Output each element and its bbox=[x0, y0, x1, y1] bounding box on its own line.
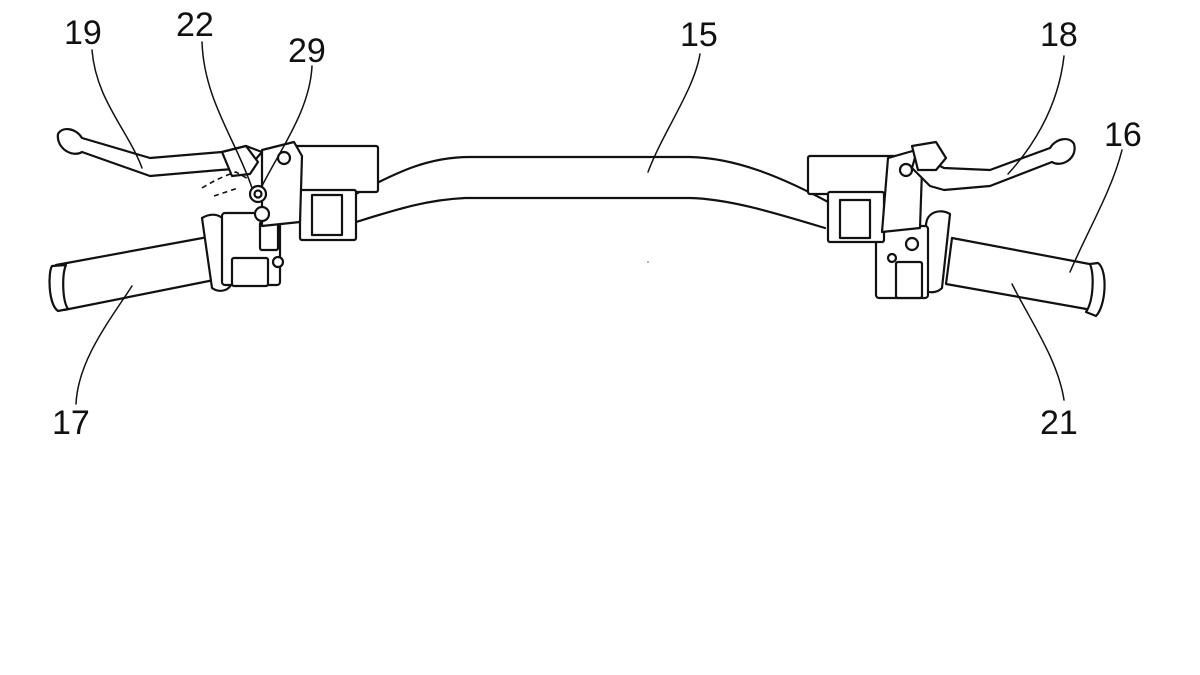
handlebar-tube bbox=[350, 155, 832, 230]
leader-lines bbox=[75, 41, 1123, 405]
label-17: 17 bbox=[52, 404, 90, 442]
leader-line-16 bbox=[1069, 149, 1123, 273]
label-21: 21 bbox=[1040, 404, 1078, 442]
left-switch-housing bbox=[220, 211, 285, 288]
right-grip bbox=[918, 210, 1106, 318]
leader-line-17 bbox=[75, 285, 133, 405]
label-16: 16 bbox=[1104, 116, 1142, 154]
right-lever bbox=[910, 138, 1076, 192]
left-lever bbox=[56, 128, 264, 178]
leader-line-29 bbox=[261, 65, 313, 187]
label-22: 22 bbox=[176, 6, 214, 44]
leader-line-19 bbox=[91, 49, 143, 169]
right-lever-holder bbox=[806, 148, 924, 244]
right-switch-housing bbox=[874, 224, 930, 300]
left-pivot-assembly bbox=[201, 171, 271, 223]
label-29: 29 bbox=[288, 32, 326, 70]
scan-speck bbox=[647, 261, 649, 263]
label-19: 19 bbox=[64, 14, 102, 52]
leader-line-18 bbox=[1007, 55, 1065, 175]
leader-line-15 bbox=[647, 53, 701, 173]
label-15: 15 bbox=[680, 16, 718, 54]
left-grip bbox=[48, 213, 234, 313]
label-18: 18 bbox=[1040, 16, 1078, 54]
leader-line-22 bbox=[201, 41, 253, 189]
reference-numerals: 19 22 29 15 18 16 17 21 bbox=[52, 6, 1142, 442]
leader-line-21 bbox=[1011, 283, 1065, 401]
left-lever-holder bbox=[260, 140, 380, 242]
